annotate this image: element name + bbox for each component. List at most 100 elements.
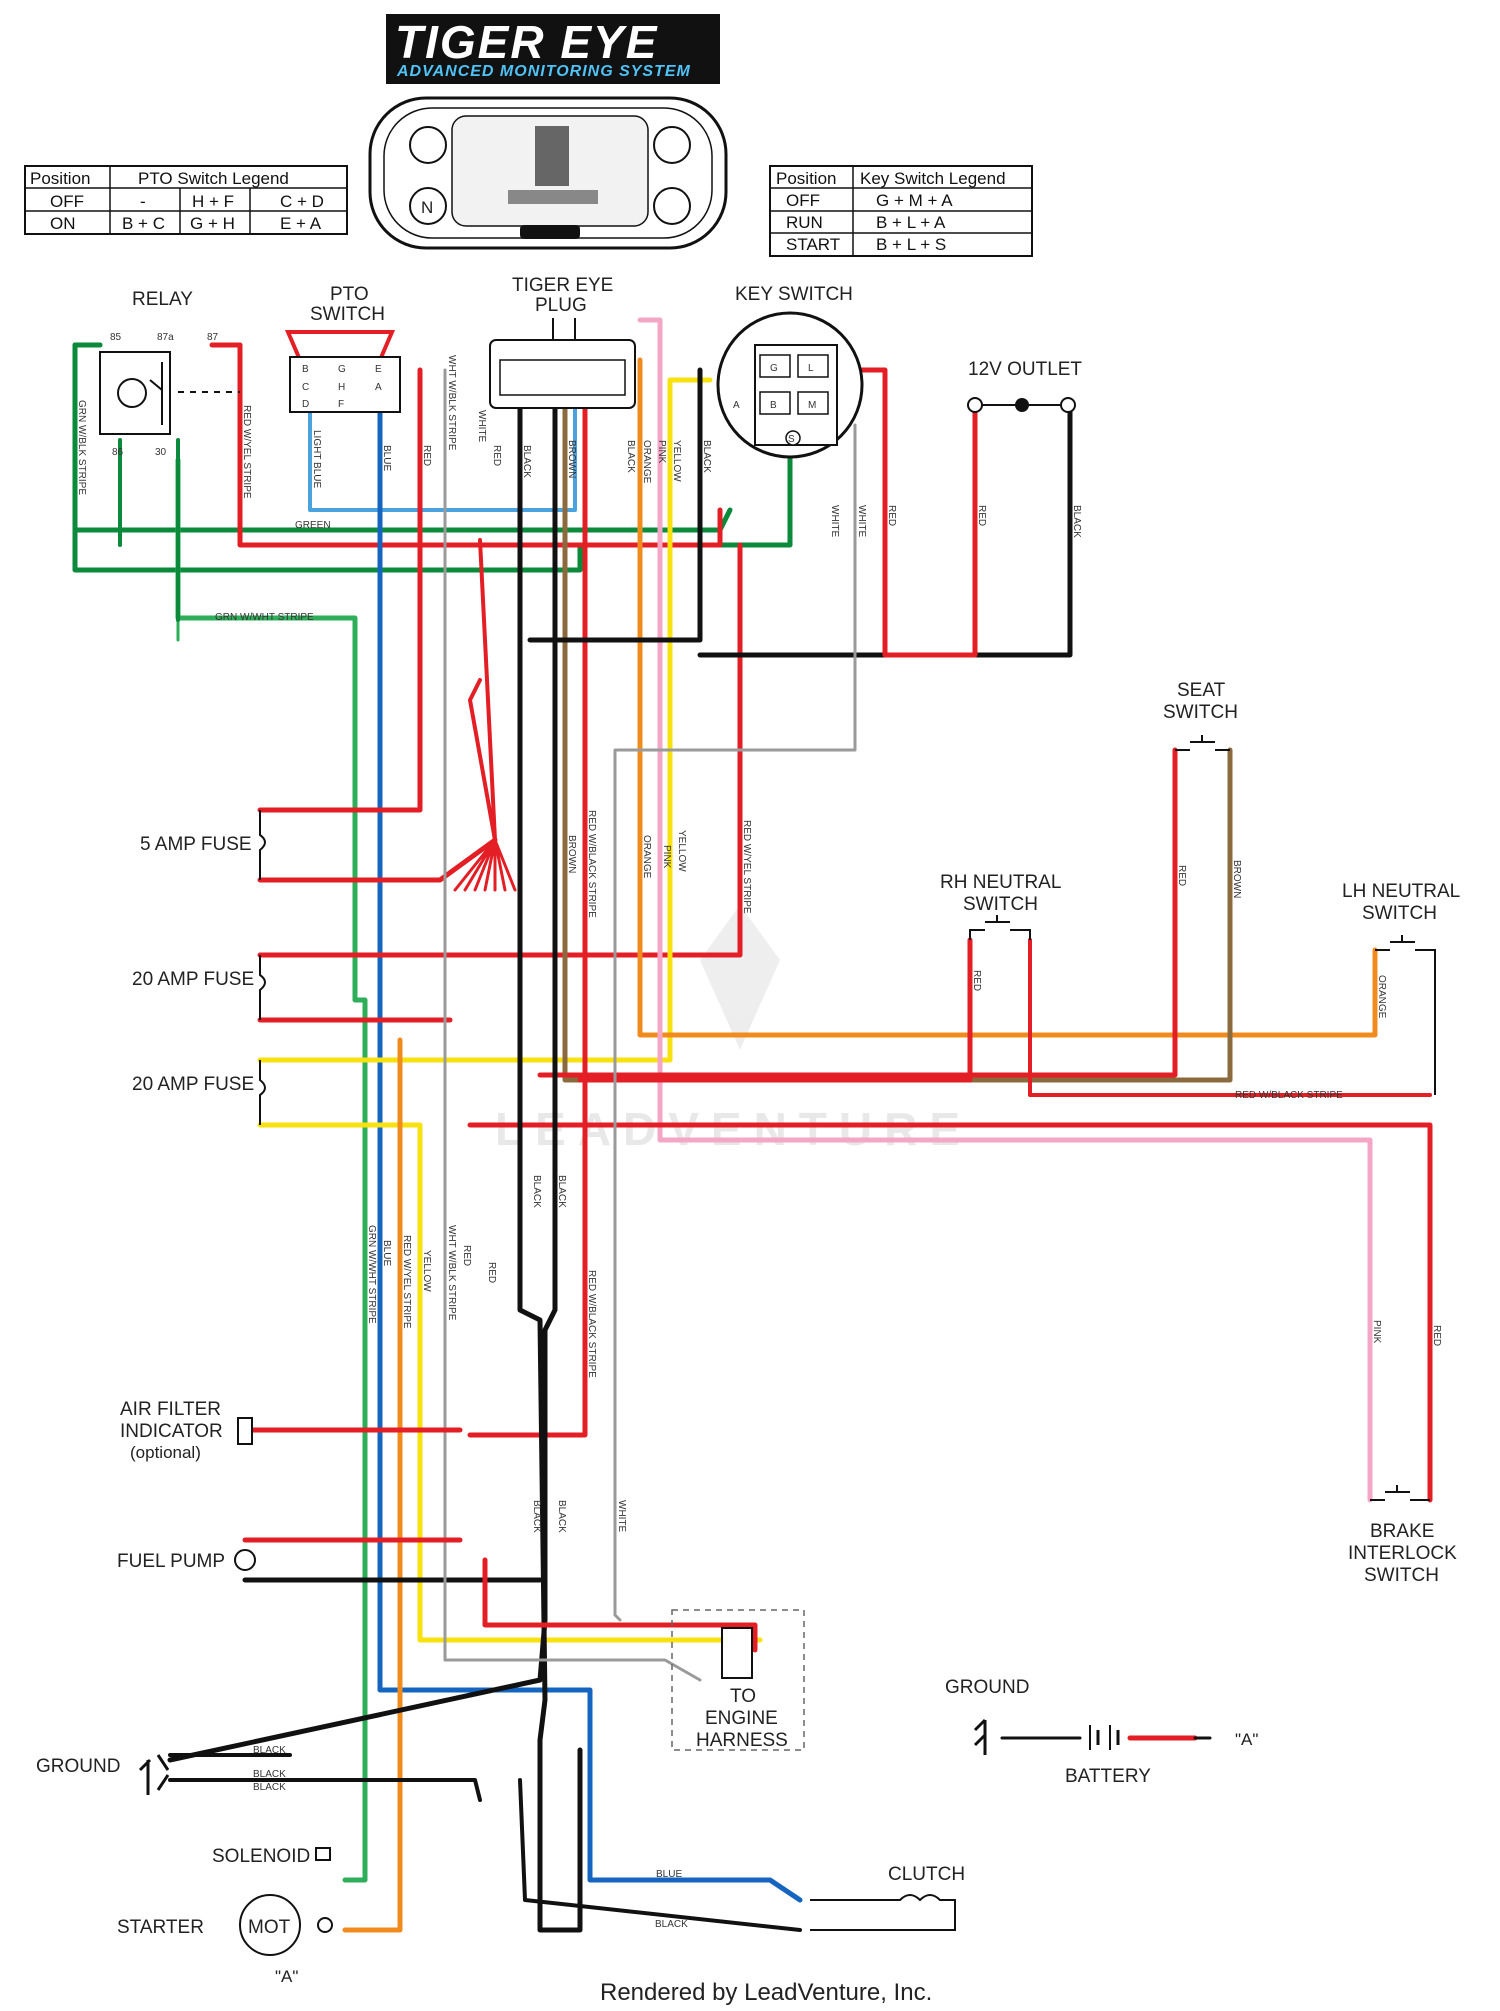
air-filter-label: INDICATOR — [120, 1421, 223, 1442]
monitor-display: N — [368, 96, 728, 250]
pto-switch-label: PTO — [330, 284, 369, 305]
wire-label: WHITE — [616, 1500, 627, 1533]
fuse-5-amp: 5 AMP FUSE — [140, 810, 266, 880]
wire-label: WHT W/BLK STRIPE — [446, 355, 457, 451]
key-cell: START — [786, 235, 840, 254]
wire-label: BLACK — [625, 440, 636, 473]
key-cell: B + L + A — [876, 213, 946, 232]
wire-label: RED W/BLACK STRIPE — [586, 810, 597, 918]
tiger-eye-logo: TIGER EYE ADVANCED MONITORING SYSTEM — [386, 14, 720, 84]
brake-label: SWITCH — [1364, 1565, 1439, 1586]
wire-label: BLUE — [656, 1869, 682, 1880]
tiger-eye-plug: TIGER EYE PLUG — [489, 275, 636, 409]
pto-terminal: A — [375, 382, 382, 393]
key-terminal: L — [808, 363, 814, 374]
pto-terminal: G — [338, 364, 346, 375]
key-switch-legend-table: Position Key Switch Legend OFF G + M + A… — [769, 165, 1033, 257]
wire-label: BLACK — [556, 1175, 567, 1208]
wire-label: GRN W/WHT STRIPE — [366, 1225, 377, 1324]
key-switch: KEY SWITCH G L A B M S — [716, 284, 864, 459]
seat-switch: SEAT SWITCH — [1163, 680, 1238, 751]
wire-label: WHITE — [829, 505, 840, 538]
ref-a-label: "A" — [275, 1967, 298, 1986]
pto-switch: PTO SWITCH B G E C H A D F — [284, 284, 401, 413]
wire-label: RED — [491, 445, 502, 466]
pto-terminal: H — [338, 382, 345, 393]
pto-terminal: D — [302, 399, 309, 410]
key-terminal: B — [770, 400, 777, 411]
wire-label: WHITE — [856, 505, 867, 538]
wire-label: WHT W/BLK STRIPE — [446, 1225, 457, 1321]
key-terminal: S — [788, 434, 795, 445]
pto-cell: C + D — [280, 192, 324, 211]
pto-cell: - — [140, 192, 146, 211]
engine-harness: TO ENGINE HARNESS — [671, 1609, 805, 1751]
fuel-pump-label: FUEL PUMP — [117, 1551, 225, 1572]
wire-label: BLACK — [253, 1745, 286, 1756]
rh-neutral-label: RH NEUTRAL — [940, 872, 1061, 893]
air-filter-label: (optional) — [130, 1443, 201, 1462]
solenoid-label: SOLENOID — [212, 1846, 310, 1867]
key-cell: G + M + A — [876, 191, 953, 210]
plug-label: TIGER EYE — [512, 275, 613, 296]
key-cell: B + L + S — [876, 235, 946, 254]
key-terminal: A — [733, 400, 740, 411]
relay-pin: 30 — [155, 447, 167, 458]
wire-label: ORANGE — [1376, 975, 1387, 1019]
pto-cell: OFF — [50, 192, 84, 211]
key-header-position: Position — [776, 169, 836, 188]
fuse-label: 20 AMP FUSE — [132, 969, 254, 990]
wire-label: BLACK — [521, 445, 532, 478]
engine-harness-label: HARNESS — [696, 1730, 788, 1751]
wire-label: BLUE — [381, 1240, 392, 1266]
wire-label: RED W/BLACK STRIPE — [586, 1270, 597, 1378]
pto-switch-label: SWITCH — [310, 304, 385, 325]
pto-header-position: Position — [30, 169, 90, 188]
air-filter-indicator: AIR FILTER INDICATOR (optional) — [120, 1399, 253, 1462]
pto-cell: E + A — [280, 214, 322, 233]
rh-neutral-switch: RH NEUTRAL SWITCH — [940, 872, 1061, 940]
wire-label: ORANGE — [641, 835, 652, 879]
ref-a-label: "A" — [1235, 1730, 1258, 1749]
relay-pin: 85 — [110, 332, 122, 343]
seat-switch-label: SEAT — [1177, 680, 1226, 701]
pto-terminal: F — [338, 399, 344, 410]
wire-label: YELLOW — [671, 440, 682, 482]
wire-label: BLACK — [531, 1175, 542, 1208]
wire-label: RED — [976, 505, 987, 526]
wire-label: PINK — [1371, 1320, 1382, 1344]
fuse-label: 20 AMP FUSE — [132, 1074, 254, 1095]
battery-label: BATTERY — [1065, 1766, 1151, 1787]
pto-cell: ON — [50, 214, 76, 233]
key-cell: RUN — [786, 213, 823, 232]
wire-label: RED — [886, 505, 897, 526]
wire-label: GRN W/BLK STRIPE — [76, 400, 87, 495]
ground-right: GROUND — [945, 1677, 1029, 1755]
solenoid: SOLENOID — [212, 1846, 331, 1867]
plug-label: PLUG — [535, 295, 587, 316]
wire-label: RED — [461, 1245, 472, 1266]
wire-label: RED W/YEL STRIPE — [401, 1235, 412, 1329]
wire-label: YELLOW — [421, 1250, 432, 1292]
rh-neutral-label: SWITCH — [963, 894, 1038, 915]
wire-label: BLACK — [1071, 505, 1082, 538]
logo-subtitle: ADVANCED MONITORING SYSTEM — [396, 63, 691, 80]
pto-cell: G + H — [190, 214, 235, 233]
lh-neutral-switch: LH NEUTRAL SWITCH — [1342, 881, 1460, 1095]
wire-labels: GRN W/BLK STRIPE GRN W/WHT STRIPE GREEN … — [76, 355, 1442, 1930]
wire-label: BLACK — [655, 1919, 688, 1930]
wire-label: ORANGE — [641, 440, 652, 484]
key-terminal: G — [770, 363, 778, 374]
wires — [72, 317, 1433, 1933]
wire-label: RED — [421, 445, 432, 466]
brake-interlock-switch: BRAKE INTERLOCK SWITCH — [1348, 1485, 1457, 1586]
wire-label: RED W/YEL STRIPE — [741, 820, 752, 914]
wire-label: YELLOW — [676, 830, 687, 872]
wire-label: PINK — [656, 440, 667, 464]
wire-label: BROWN — [566, 440, 577, 478]
ground-label: GROUND — [36, 1756, 120, 1777]
watermark: LEADVENTURE — [495, 905, 960, 1155]
pto-header-legend: PTO Switch Legend — [138, 169, 289, 188]
svg-text:N: N — [421, 198, 433, 217]
clutch-label: CLUTCH — [888, 1864, 965, 1885]
